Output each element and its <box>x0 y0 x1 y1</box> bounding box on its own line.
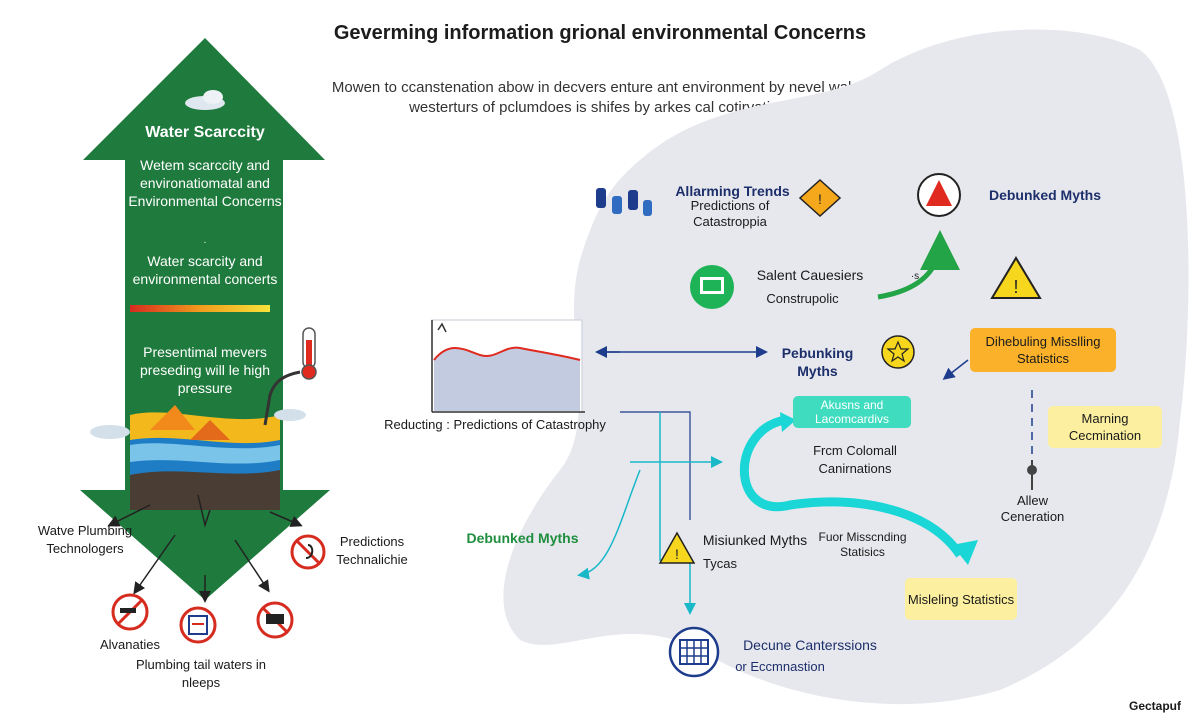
cloud-icon <box>185 90 225 110</box>
arrow-heading: Water Scarccity <box>145 124 265 141</box>
star-icon <box>881 335 915 369</box>
warning-triangle-icon: ! <box>990 256 1042 299</box>
no-water-icon <box>290 534 326 570</box>
thermometer-icon <box>263 327 317 426</box>
svg-text:!: ! <box>675 546 679 562</box>
label-watve: Watve Plumbing Technologers <box>37 523 133 556</box>
alarming-title: Allarming Trends <box>675 183 790 199</box>
trend-line <box>433 346 581 361</box>
no-pipe-icon <box>111 593 149 631</box>
trend-chart-inset <box>431 319 585 413</box>
svg-text:!: ! <box>1013 277 1018 297</box>
arrow-dot: · <box>203 237 207 248</box>
fuor-statistics: Fuor Misscnding Statisics <box>818 530 907 559</box>
warning-diamond-icon: ! <box>798 178 842 218</box>
decune-sub: or Eccmnastion <box>735 659 825 674</box>
misiunked-sub: Tycas <box>703 556 737 571</box>
plug-icon <box>1027 460 1037 490</box>
label-alvanaties: Alvanaties <box>100 637 160 652</box>
from-colomall: Frcm Colomall Canirnations <box>813 443 897 476</box>
green-curve-arrow <box>877 230 960 300</box>
people-icon <box>596 188 652 216</box>
pebunking-myths: Pebunking Myths <box>781 345 854 379</box>
water-scarcity-arrow <box>80 38 330 600</box>
svg-text:!: ! <box>818 191 822 207</box>
decune-title: Decune Canterssions <box>743 637 877 653</box>
landscape-illustration <box>90 405 306 528</box>
allew-generation: Allew Ceneration <box>1000 493 1065 524</box>
monitor-icon <box>690 265 734 309</box>
dihebuling-box: Dihebuling Misslling Statistics <box>970 328 1116 372</box>
arrow-block-3: Presentimal mevers preseding will le hig… <box>140 344 270 396</box>
warning-small-icon: ! <box>658 531 696 564</box>
chart-label: Reducting : Predictions of Catastrophy <box>384 417 606 432</box>
arrow-block-2: Water scarcity and environmental concert… <box>132 253 278 287</box>
debunked-left: Debunked Myths <box>466 530 579 546</box>
salent-title: Salent Cauesiers <box>756 267 864 283</box>
water-tank-icon <box>179 606 217 644</box>
akusns-box: Akusns and Lacomcardivs <box>793 396 911 428</box>
grid-building-icon <box>668 626 720 678</box>
risk-gradient-bar <box>130 305 270 312</box>
alert-circle-icon <box>917 173 961 217</box>
no-tap-icon <box>256 601 294 639</box>
teal-curve-arrow <box>739 415 964 558</box>
alarming-sub: Predictions of Catastroppia <box>690 198 770 229</box>
misiunked-title: Misiunked Myths <box>702 532 808 548</box>
label-predictions: Predictions Technalichie <box>336 534 408 567</box>
salent-sub: Construpolic <box>766 291 839 306</box>
brand-mark: Gectapuf <box>1128 699 1181 713</box>
page-title: Geverming information grional environmen… <box>333 22 867 44</box>
page-subtitle: Mowen to ccanstenation abow in decvers e… <box>331 79 869 116</box>
marning-box: Marning Cecmination <box>1048 406 1162 448</box>
misleling-box: Misleling Statistics <box>905 578 1017 620</box>
salent-mark: ·s <box>910 271 920 282</box>
label-plumbing: Plumbing tail waters in nleeps <box>135 657 267 690</box>
debunked-top: Debunked Myths <box>988 187 1101 203</box>
arrow-block-1: Wetem scarccity and environatiomatal and… <box>128 157 282 209</box>
background-blob <box>503 29 1189 705</box>
